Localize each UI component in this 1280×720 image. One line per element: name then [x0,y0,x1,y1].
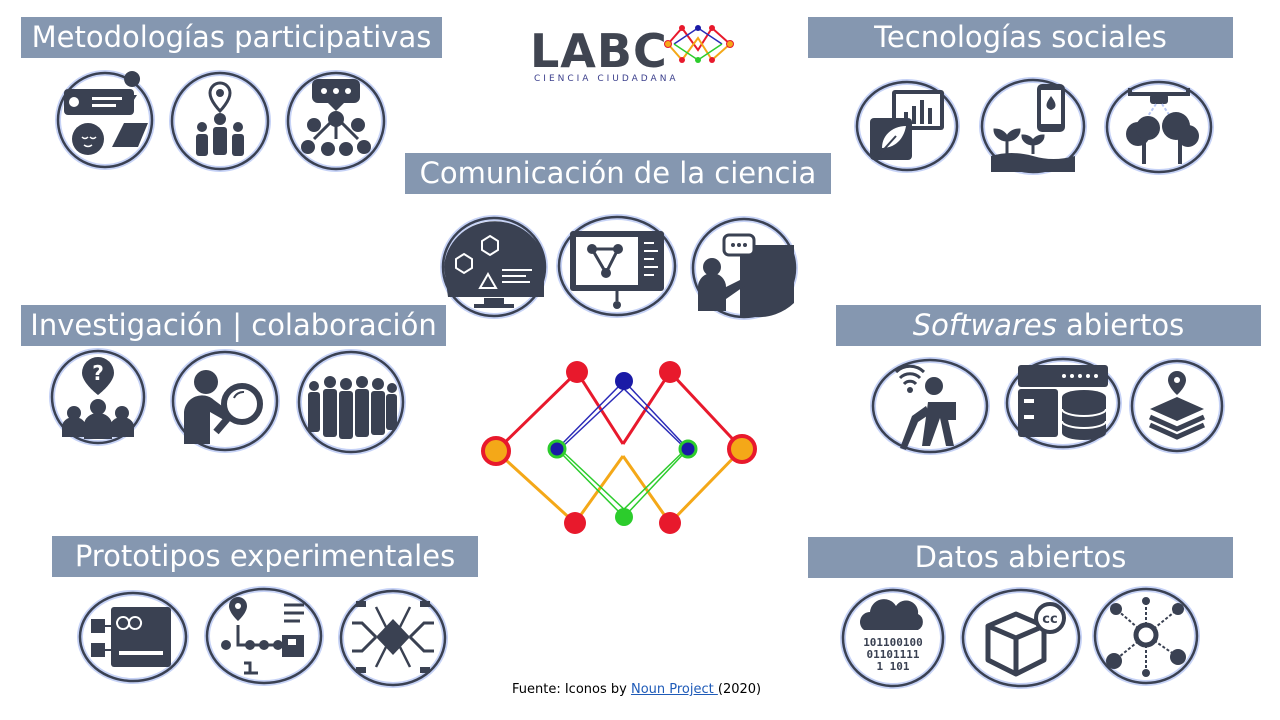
network-people-icon [285,70,387,172]
banner-datos: Datos abiertos [808,537,1233,578]
svg-text:?: ? [92,361,104,385]
wifi-person-icon [870,357,990,455]
cc-box-icon: cc [960,587,1082,689]
banner-softwares-rest: abiertos [1056,308,1185,342]
data-network-icon [1092,586,1200,686]
speaker-presentation-icon [690,216,798,320]
arduino-board-icon [77,590,189,684]
circuit-chip-icon [338,588,448,688]
magnifier-person-icon [170,349,280,453]
source-prefix: Fuente: Iconos by [512,682,631,697]
cloud-binary-icon: 101100100 01101111 1 101 [840,587,946,689]
sensor-plants-icon [979,77,1087,175]
community-location-icon [169,70,271,172]
logo-network-icon [664,25,734,63]
banner-metodologias: Metodologías participativas [21,17,442,58]
banner-investigacion: Investigación | colaboración [21,305,446,346]
binary-line-2: 01101111 [867,648,920,661]
question-group-icon: ? [49,348,147,446]
dashboard-plant-icon [854,79,960,173]
banner-tecnologias: Tecnologías sociales [808,17,1233,58]
labc-logo: LABC CIENCIA CIUDADANA [530,18,740,90]
server-database-icon [1004,356,1122,450]
logo-subtitle: CIENCIA CIUDADANA [534,74,679,84]
graph-screen-icon [556,214,678,318]
map-layers-icon [1129,358,1225,454]
prototype-flow-icon [204,586,324,686]
cc-label: cc [1042,612,1057,627]
banner-comunicacion: Comunicación de la ciencia [405,153,831,194]
banner-prototipos: Prototipos experimentales [52,536,478,577]
central-network-diagram [481,361,757,534]
banner-softwares: Softwares abiertos [836,305,1261,346]
source-credit: Fuente: Iconos by Noun Project (2020) [512,682,761,697]
source-suffix: (2020) [717,682,762,697]
logo-text: LABC [530,24,668,78]
banner-softwares-italic: Softwares [912,308,1057,342]
binary-line-1: 101100100 [863,636,923,649]
crowd-icon [296,349,406,455]
noun-project-link[interactable]: Noun Project [630,682,718,697]
binary-line-3: 1 101 [876,660,909,673]
drone-trees-icon [1104,79,1214,175]
molecule-screen-icon [440,215,548,319]
journey-map-icon [55,70,155,170]
